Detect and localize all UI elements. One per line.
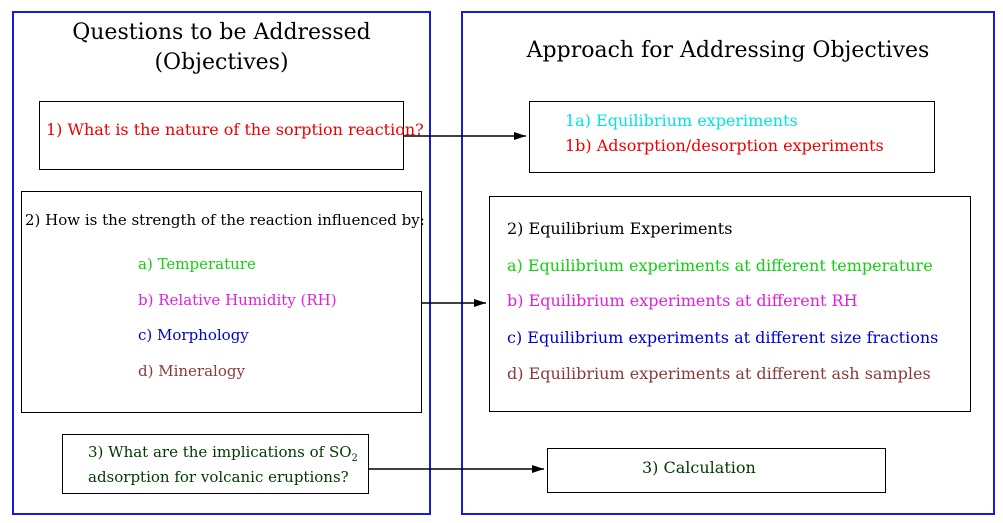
question2-heading: 2) How is the strength of the reaction i… [25,211,425,229]
approach1-line2: 1b) Adsorption/desorption experiments [565,136,884,155]
approach3-text: 3) Calculation [642,458,756,477]
question1-box: 1) What is the nature of the sorption re… [39,101,424,170]
approach2-box: 2) Equilibrium Experiments a) Equilibriu… [489,196,971,412]
question2-item-humidity: b) Relative Humidity (RH) [138,291,337,309]
approach2-item-ash: d) Equilibrium experiments at different … [507,364,931,383]
question2-item-mineralogy: d) Mineralogy [138,362,245,380]
question2-item-temperature: a) Temperature [138,255,256,273]
question3-line1-text: 3) What are the implications of SO [88,443,352,461]
question2-item-morphology: c) Morphology [138,326,249,344]
approach1-line1: 1a) Equilibrium experiments [565,111,798,130]
approach2-item-rh: b) Equilibrium experiments at different … [507,291,858,310]
question2-box: 2) How is the strength of the reaction i… [21,191,425,413]
objectives-title-line2: (Objectives) [154,50,289,75]
question3-subscript: 2 [351,453,358,464]
question3-box: 3) What are the implications of SO2 adso… [62,434,369,494]
question3-line2: adsorption for volcanic eruptions? [88,468,349,486]
approach-panel [461,11,995,515]
approach2-item-size: c) Equilibrium experiments at different … [507,328,939,347]
objectives-title-line1: Questions to be Addressed [72,20,371,45]
approach1-box: 1a) Equilibrium experiments 1b) Adsorpti… [529,101,935,173]
approach3-box: 3) Calculation [547,448,886,493]
question3-line1: 3) What are the implications of SO2 [88,442,358,469]
question1-text: 1) What is the nature of the sorption re… [46,120,424,139]
approach2-item-temperature: a) Equilibrium experiments at different … [507,256,933,275]
approach2-heading: 2) Equilibrium Experiments [507,219,733,238]
objectives-title: Questions to be Addressed (Objectives) [12,18,431,78]
objectives-panel [12,11,431,515]
approach-title: Approach for Addressing Objectives [526,38,930,63]
